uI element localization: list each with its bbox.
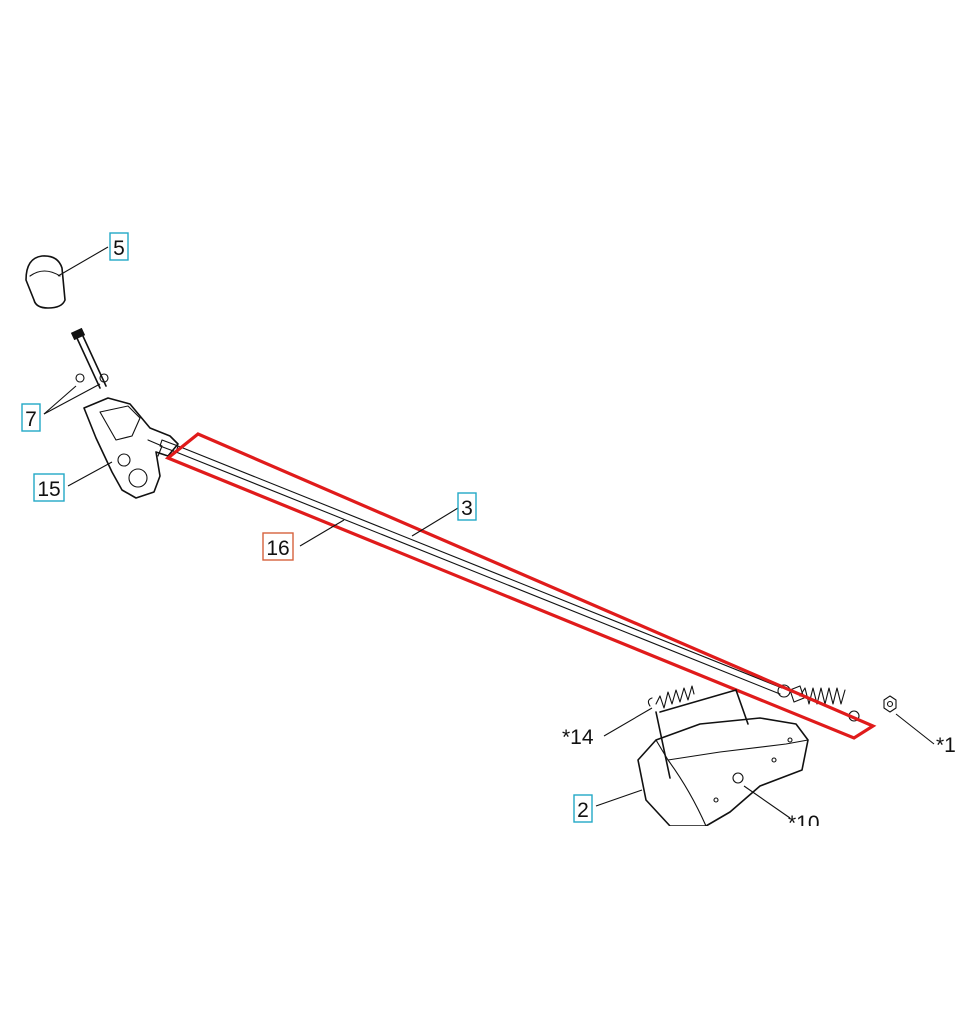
figure-crop-edge: [560, 826, 860, 840]
nut-part: [883, 695, 897, 713]
leader-16: [299, 519, 345, 547]
callout-7[interactable]: 7: [21, 403, 41, 432]
callout-15[interactable]: 15: [33, 473, 65, 502]
callout-16[interactable]: 16: [262, 532, 294, 561]
shift-cable: [159, 439, 860, 722]
leader-2: [595, 789, 643, 807]
shift-lever-assembly: [70, 327, 179, 499]
svg-text:5: 5: [113, 237, 125, 260]
callout-3[interactable]: 3: [457, 492, 477, 521]
leader-15: [67, 461, 113, 487]
leader-1: [895, 713, 935, 745]
svg-text:15: 15: [37, 478, 60, 501]
highlight-outline: [164, 432, 877, 740]
leader-7b: [43, 383, 101, 415]
leader-14: [603, 707, 653, 737]
leader-10: [743, 785, 791, 819]
svg-text:7: 7: [25, 408, 37, 431]
leader-5: [57, 246, 109, 277]
leader-7a: [43, 385, 77, 415]
svg-text:2: 2: [577, 799, 589, 822]
callout-1[interactable]: *1: [936, 734, 956, 757]
svg-text:3: 3: [461, 497, 473, 520]
leader-3: [411, 507, 459, 537]
svg-text:16: 16: [266, 537, 289, 560]
spring-part: [647, 685, 695, 709]
callout-2[interactable]: 2: [573, 794, 593, 823]
callout-14[interactable]: *14: [562, 726, 594, 749]
callout-5[interactable]: 5: [109, 232, 129, 261]
knob-part: [25, 255, 66, 309]
